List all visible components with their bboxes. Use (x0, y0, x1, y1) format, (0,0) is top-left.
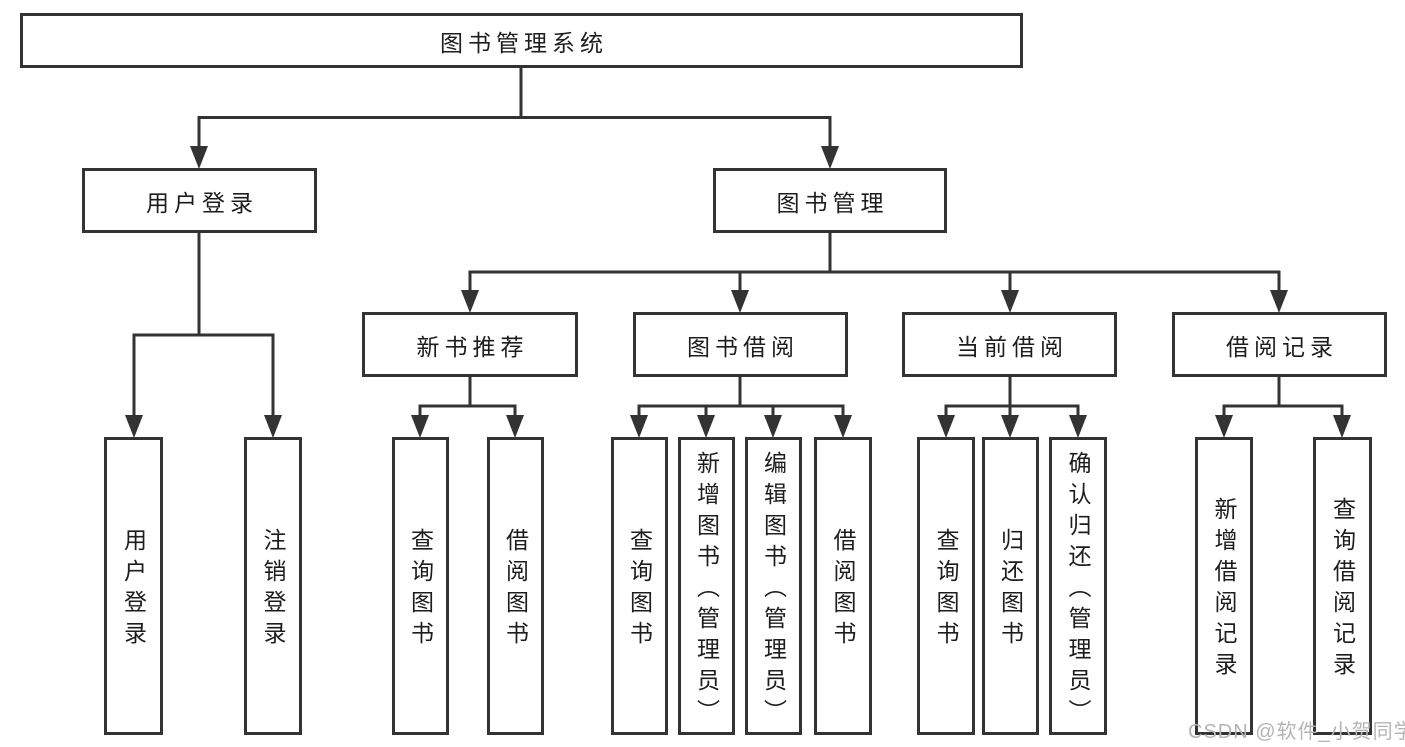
node-new-book-recommend: 新书推荐 (362, 312, 578, 377)
node-current-borrowing-label: 当前借阅 (956, 333, 1068, 360)
node-user-login: 用户登录 (82, 168, 317, 233)
node-new-book-recommend-label: 新书推荐 (416, 333, 529, 360)
leaf-logout-label: 注销登录 (260, 528, 286, 652)
leaf-return-books-label: 归还图书 (997, 528, 1024, 652)
arrow-down-icon (821, 146, 839, 169)
node-user-login-label: 用户登录 (146, 189, 258, 216)
arrow-down-icon (1270, 290, 1288, 313)
node-root-label: 图书管理系统 (440, 29, 608, 56)
arrow-down-icon (264, 415, 282, 438)
arrow-down-icon (125, 415, 143, 438)
node-root: 图书管理系统 (20, 13, 1023, 68)
node-book-borrowing-label: 图书借阅 (687, 333, 799, 360)
arrow-down-icon (937, 415, 955, 438)
leaf-query-books-recommend: 查询图书 (392, 437, 449, 735)
arrow-down-icon (731, 290, 749, 313)
leaf-query-books-borrowing: 查询图书 (611, 437, 668, 735)
leaf-logout: 注销登录 (244, 437, 302, 735)
leaf-confirm-return-admin-label: 确认归还（管理员） (1065, 450, 1091, 730)
arrow-down-icon (1001, 415, 1019, 438)
node-book-borrowing: 图书借阅 (633, 312, 848, 377)
leaf-return-books: 归还图书 (982, 437, 1039, 735)
leaf-add-borrow-record: 新增借阅记录 (1195, 437, 1253, 735)
node-book-management: 图书管理 (713, 168, 947, 233)
leaf-confirm-return-admin: 确认归还（管理员） (1049, 437, 1107, 735)
leaf-query-books-borrowing-label: 查询图书 (626, 528, 653, 652)
arrow-down-icon (1001, 290, 1019, 313)
node-borrowing-records-label: 借阅记录 (1226, 333, 1338, 360)
arrow-down-icon (1069, 415, 1087, 438)
leaf-edit-books-admin: 编辑图书（管理员） (745, 437, 802, 735)
leaf-user-login-label: 用户登录 (120, 528, 147, 652)
arrow-down-icon (1333, 415, 1351, 438)
leaf-borrow-books-recommend-label: 借阅图书 (502, 528, 529, 652)
leaf-borrow-books-recommend: 借阅图书 (487, 437, 544, 735)
leaf-add-borrow-record-label: 新增借阅记录 (1211, 497, 1237, 683)
node-book-management-label: 图书管理 (776, 189, 889, 216)
arrow-down-icon (506, 415, 524, 438)
leaf-query-books-current-label: 查询图书 (933, 528, 959, 652)
leaf-query-books-current: 查询图书 (917, 437, 975, 735)
leaf-edit-books-admin-label: 编辑图书（管理员） (760, 450, 787, 730)
leaf-add-books-admin: 新增图书（管理员） (678, 437, 735, 735)
leaf-borrow-books: 借阅图书 (814, 437, 872, 735)
leaf-query-borrow-record-label: 查询借阅记录 (1329, 497, 1356, 683)
leaf-query-books-recommend-label: 查询图书 (407, 528, 434, 652)
csdn-watermark: CSDN @软件_小贺同学 (1188, 721, 1405, 743)
leaf-user-login: 用户登录 (104, 437, 163, 735)
leaf-borrow-books-label: 借阅图书 (830, 528, 856, 652)
arrow-down-icon (461, 290, 479, 313)
arrow-down-icon (764, 415, 782, 438)
arrow-down-icon (834, 415, 852, 438)
arrow-down-icon (697, 415, 715, 438)
arrow-down-icon (190, 146, 208, 169)
node-current-borrowing: 当前借阅 (902, 312, 1117, 377)
arrow-down-icon (1215, 415, 1233, 438)
leaf-query-borrow-record: 查询借阅记录 (1313, 437, 1372, 735)
leaf-add-books-admin-label: 新增图书（管理员） (693, 450, 720, 730)
arrow-down-icon (411, 415, 429, 438)
node-borrowing-records: 借阅记录 (1172, 312, 1387, 377)
arrow-down-icon (630, 415, 648, 438)
